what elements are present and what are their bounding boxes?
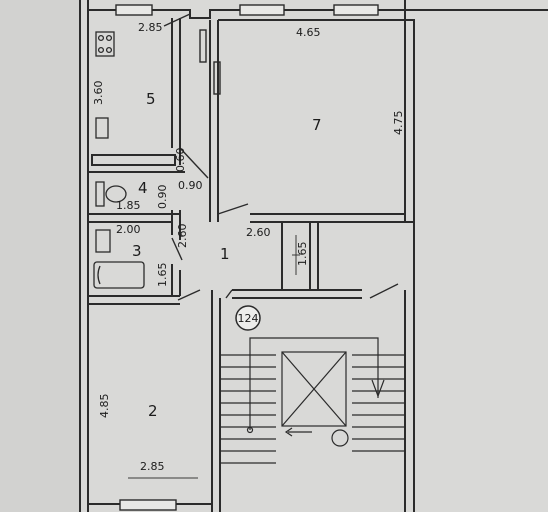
room-number-4: 4 — [138, 179, 148, 197]
dimension-room4-a: 0.60 — [174, 148, 187, 173]
dimension-lines — [128, 235, 300, 479]
dimension-top-hall: 2.85 — [138, 21, 163, 34]
room-number-7: 7 — [312, 116, 322, 134]
windows — [115, 4, 379, 511]
dimension-room5-height: 3.60 — [92, 81, 105, 106]
room-number-5: 5 — [146, 90, 156, 108]
room-number-1: 1 — [220, 245, 230, 263]
dimension-room3-width: 2.00 — [116, 223, 141, 236]
fixtures — [93, 31, 145, 289]
dimension-room3-height: 1.65 — [156, 263, 169, 288]
staircase — [220, 337, 405, 464]
room-number-2: 2 — [148, 402, 158, 420]
dimension-closet-height: 1.65 — [296, 242, 309, 267]
dimension-room4-c: 0.90 — [156, 185, 169, 210]
dimension-room2-width: 2.85 — [140, 460, 165, 473]
dimension-hall-horizontal: 2.60 — [246, 226, 271, 239]
room-number-3: 3 — [132, 242, 142, 260]
dimension-room2-height: 4.85 — [98, 394, 111, 419]
apartment-badge: 124 — [235, 305, 261, 331]
doors — [163, 13, 399, 301]
dimension-hall-vertical: 2.60 — [176, 224, 189, 249]
dimension-room7-height: 4.75 — [392, 111, 405, 136]
dimension-room4-width: 1.85 — [116, 199, 141, 212]
apartment-number: 124 — [238, 312, 259, 325]
walls — [79, 0, 548, 512]
dimension-room4-b: 0.90 — [178, 179, 203, 192]
dimension-room7-width: 4.65 — [296, 26, 321, 39]
